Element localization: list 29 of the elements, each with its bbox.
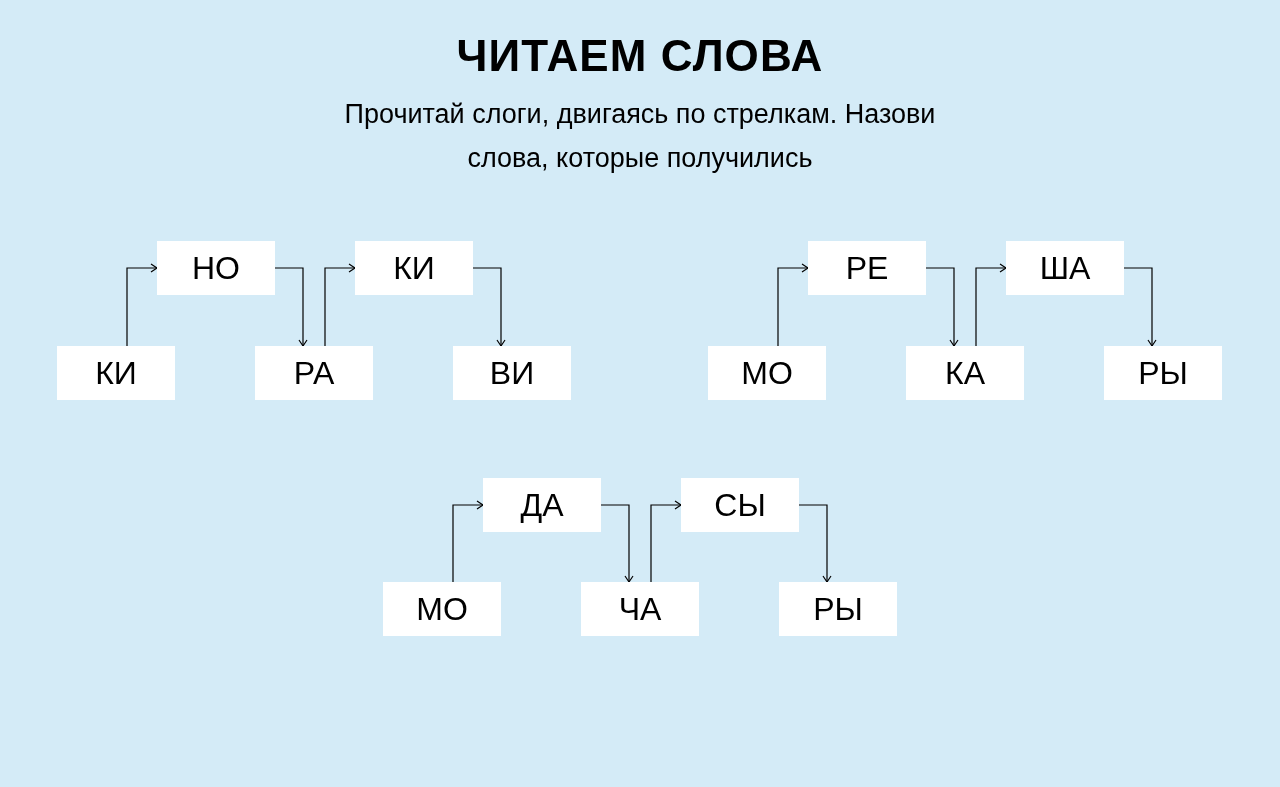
- arrow: [472, 267, 506, 347]
- syllable-card: МО: [383, 582, 501, 636]
- syllable-card: СЫ: [681, 478, 799, 532]
- syllable-card: ЧА: [581, 582, 699, 636]
- title: ЧИТАЕМ СЛОВА: [456, 34, 824, 78]
- syllable-card: РЕ: [808, 241, 926, 295]
- arrow: [452, 500, 484, 583]
- arrow: [650, 500, 682, 583]
- arrow: [600, 504, 634, 583]
- syllable-card: ДА: [483, 478, 601, 532]
- syllable-card: КИ: [355, 241, 473, 295]
- arrow: [798, 504, 832, 583]
- instruction-text: Прочитай слоги, двигаясь по стрелкам. Назови слова, которые получились: [343, 98, 937, 175]
- arrow: [925, 267, 959, 347]
- syllable-card: ША: [1006, 241, 1124, 295]
- arrow: [324, 263, 356, 347]
- syllable-card: РЫ: [1104, 346, 1222, 400]
- syllable-card: КИ: [57, 346, 175, 400]
- arrow: [777, 263, 809, 347]
- syllable-card: КА: [906, 346, 1024, 400]
- syllable-card: МО: [708, 346, 826, 400]
- arrow: [975, 263, 1007, 347]
- syllable-card: РА: [255, 346, 373, 400]
- syllable-card: РЫ: [779, 582, 897, 636]
- arrow: [126, 263, 158, 347]
- arrow: [1123, 267, 1157, 347]
- arrow: [274, 267, 308, 347]
- syllable-card: ВИ: [453, 346, 571, 400]
- syllable-card: НО: [157, 241, 275, 295]
